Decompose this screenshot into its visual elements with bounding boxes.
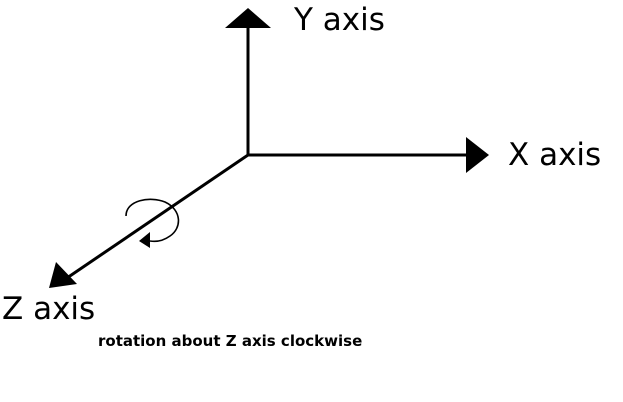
z-axis-label: Z axis [2,291,95,327]
z-axis-line [63,153,249,282]
rotation-arc [125,198,180,243]
z-axis-arrowhead [49,262,77,288]
x-axis-arrowhead [466,137,489,173]
y-axis-label: Y axis [293,2,385,38]
rotation-arrowhead [139,232,150,248]
diagram-caption: rotation about Z axis clockwise [98,332,362,350]
y-axis-arrowhead [225,8,271,28]
x-axis-label: X axis [508,137,601,173]
